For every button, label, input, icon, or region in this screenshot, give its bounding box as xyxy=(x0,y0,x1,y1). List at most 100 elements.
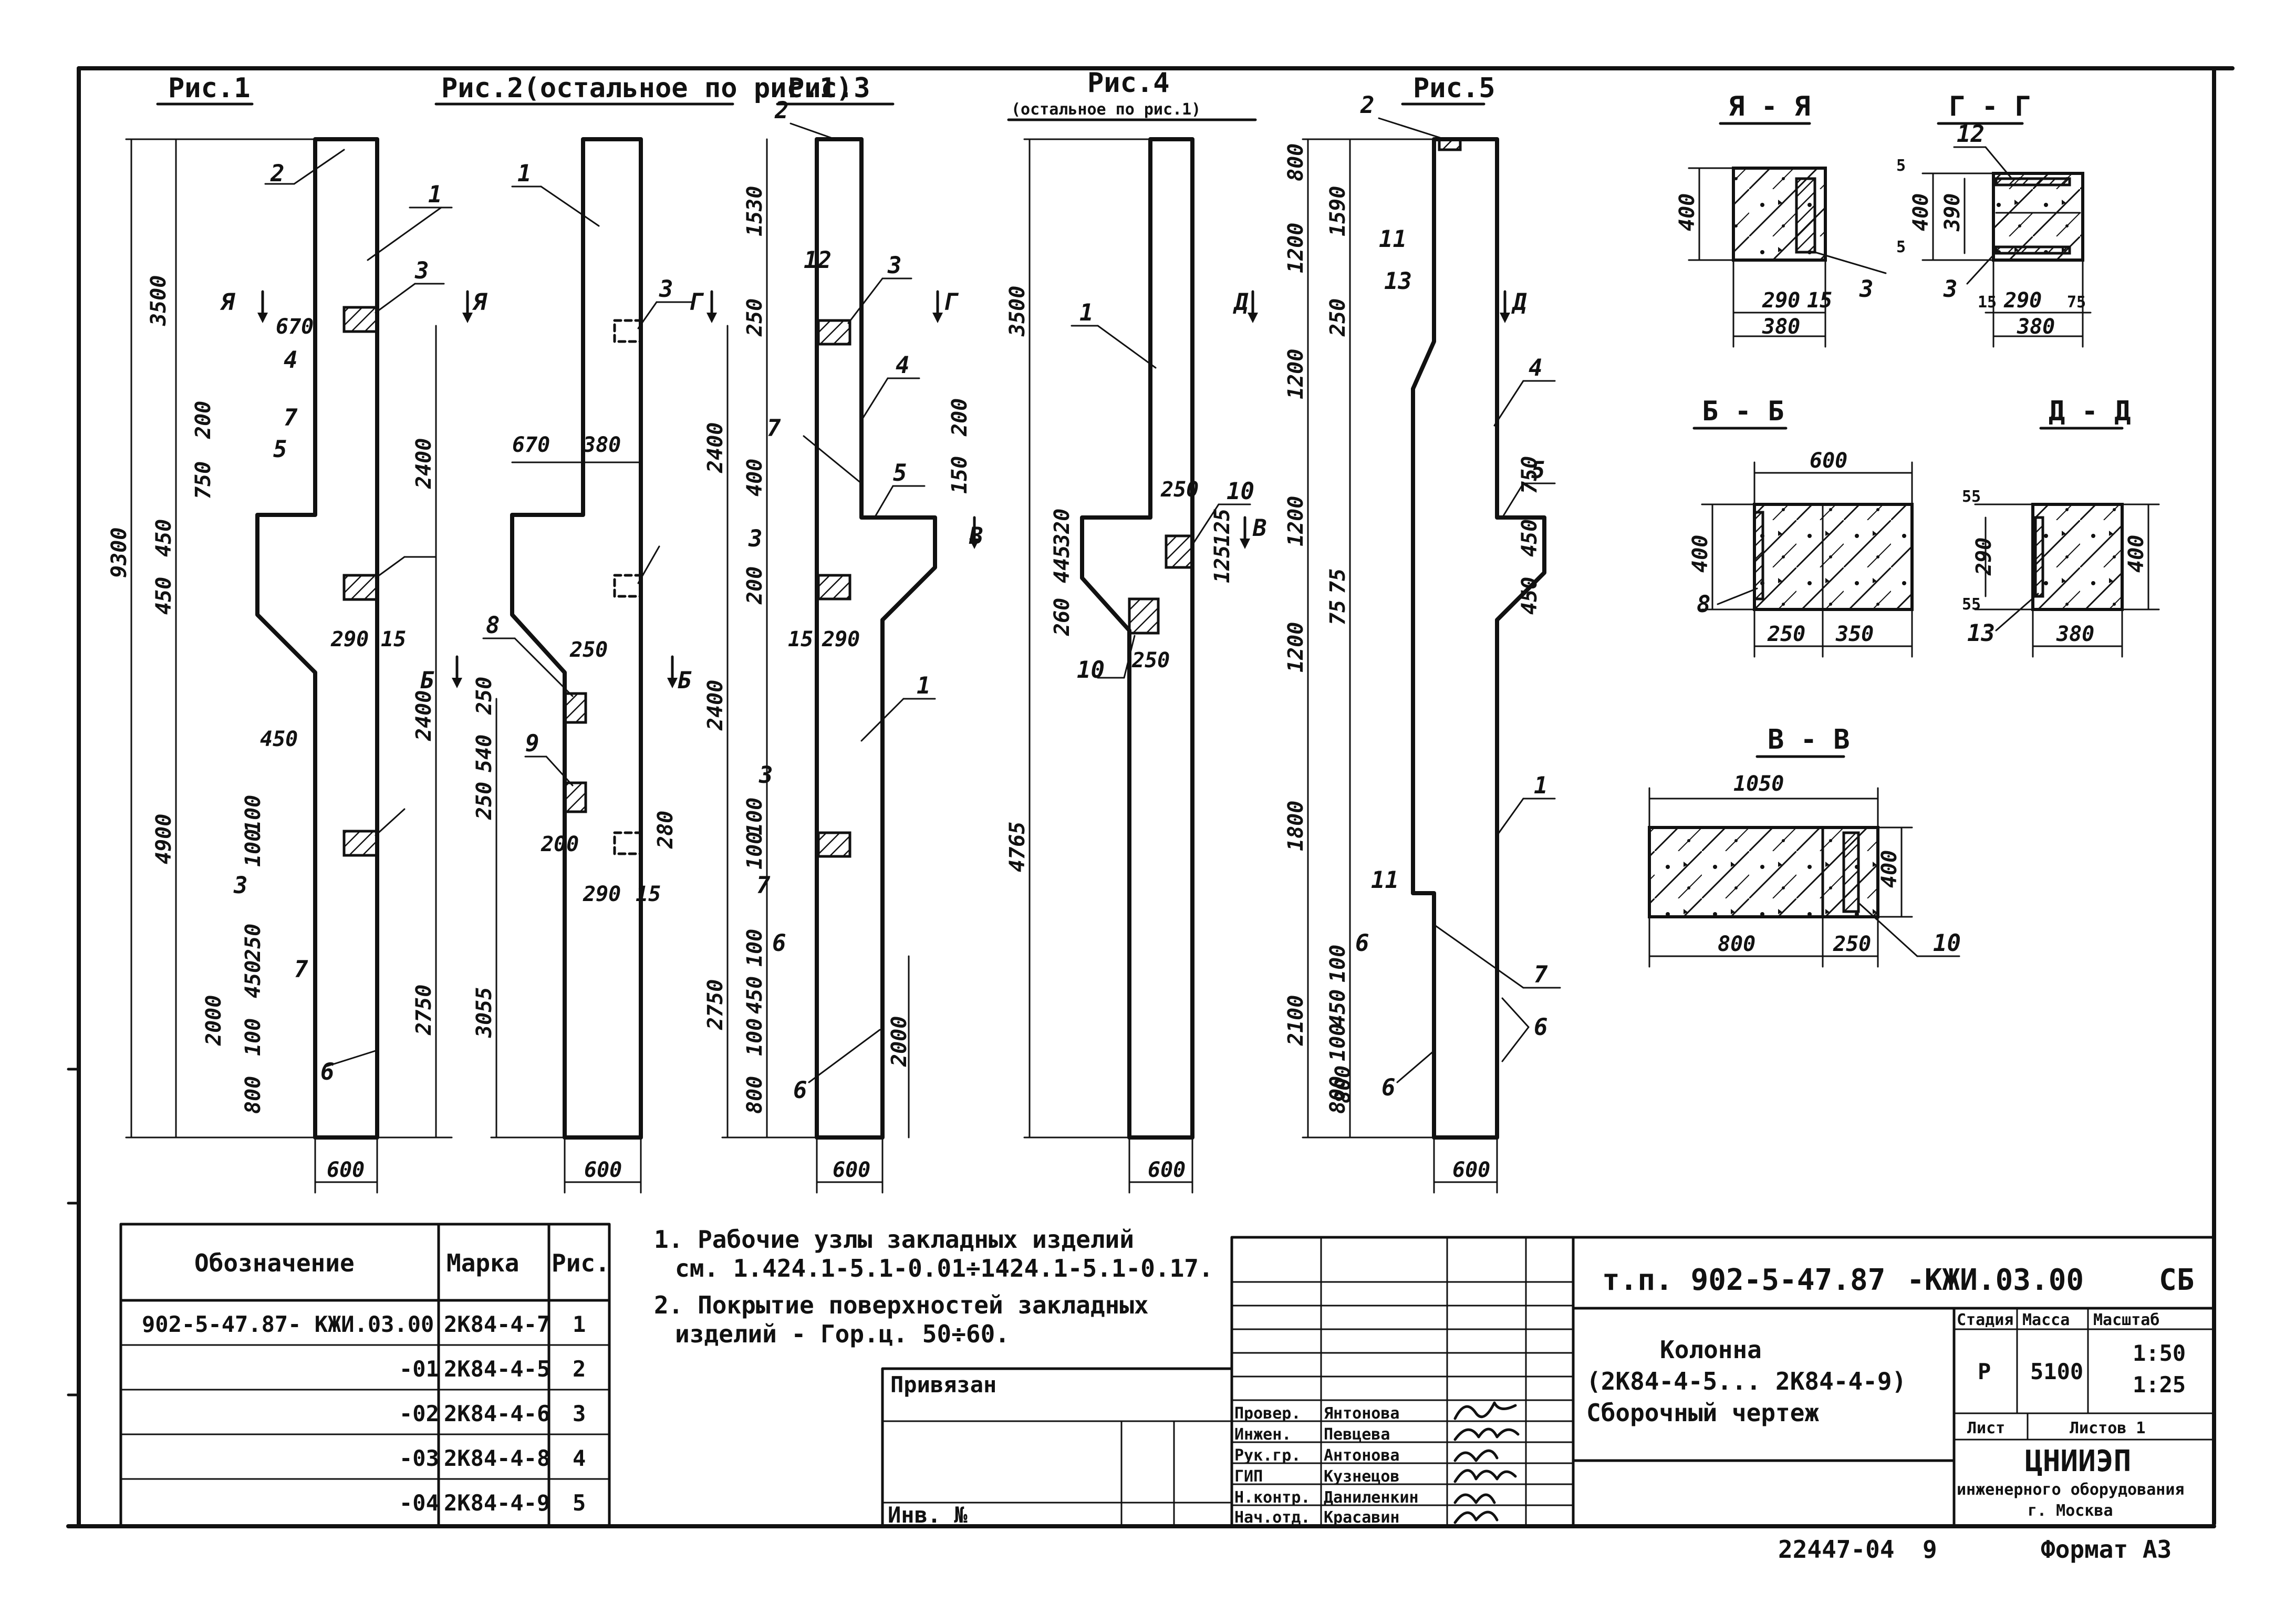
svg-text:100: 100 xyxy=(241,795,265,833)
svg-text:Антонова: Антонова xyxy=(1324,1446,1400,1465)
drawing-name: Сборочный чертеж xyxy=(1586,1399,1819,1427)
svg-text:250: 250 xyxy=(1326,298,1350,337)
note-line: 1. Рабочие узлы закладных изделий xyxy=(654,1225,1134,1254)
svg-text:1: 1 xyxy=(517,160,532,187)
svg-text:2: 2 xyxy=(270,160,285,187)
svg-text:В: В xyxy=(1252,515,1267,542)
svg-text:260: 260 xyxy=(1050,598,1074,636)
svg-text:670: 670 xyxy=(276,315,314,339)
figure-4: Рис.4 (остальное по рис.1) 3500 320 445 … xyxy=(969,67,1267,1194)
svg-text:7: 7 xyxy=(767,415,781,442)
svg-text:2К84-4-8: 2К84-4-8 xyxy=(444,1445,550,1471)
svg-text:Б - Б: Б - Б xyxy=(1702,396,1784,427)
staff-list: Провер. Янтонова Инжен. Певцева Рук.гр. … xyxy=(1234,1404,1419,1527)
svg-text:125: 125 xyxy=(1210,545,1234,583)
svg-text:380: 380 xyxy=(583,433,621,457)
svg-text:Янтонова: Янтонова xyxy=(1324,1404,1400,1423)
spec-header-fig: Рис. xyxy=(552,1249,610,1277)
svg-text:1: 1 xyxy=(1534,772,1548,799)
svg-text:2000: 2000 xyxy=(202,995,226,1046)
svg-text:800: 800 xyxy=(1326,1076,1350,1114)
svg-text:800: 800 xyxy=(743,1076,767,1114)
spec-header-mark: Марка xyxy=(446,1249,519,1277)
page-number: 9 xyxy=(1923,1535,1937,1564)
svg-text:1200: 1200 xyxy=(1284,496,1308,546)
footer: 22447-04 9 Формат А3 xyxy=(1778,1535,2172,1564)
svg-text:100: 100 xyxy=(1326,1023,1350,1061)
svg-text:2750: 2750 xyxy=(703,979,728,1030)
note-line: 2. Покрытие поверхностей закладных xyxy=(654,1291,1149,1319)
spec-table: Обозначение Марка Рис. 902-5-47.87- КЖИ.… xyxy=(119,1223,611,1528)
doc-code: т.п. 902-5-47.87 xyxy=(1602,1263,1885,1297)
archive-number: 22447-04 xyxy=(1778,1535,1895,1564)
svg-text:380: 380 xyxy=(2056,622,2094,646)
svg-text:600: 600 xyxy=(1452,1158,1490,1182)
figure-2-title: Рис.2(остальное по рис.1) xyxy=(441,73,853,104)
svg-text:390: 390 xyxy=(1940,193,1965,232)
svg-text:800: 800 xyxy=(241,1076,265,1114)
svg-text:7: 7 xyxy=(284,405,298,431)
svg-text:ГИП: ГИП xyxy=(1234,1467,1263,1486)
svg-text:Д: Д xyxy=(1511,289,1527,316)
figure-5-title: Рис.5 xyxy=(1413,73,1495,104)
svg-text:3500: 3500 xyxy=(1005,286,1030,337)
section-ya: Я - Я 400 290 15 380 3 xyxy=(1675,91,1887,348)
svg-text:290: 290 xyxy=(2003,288,2042,313)
signature-marks xyxy=(1453,1401,1520,1524)
svg-text:Нач.отд.: Нач.отд. xyxy=(1234,1508,1311,1527)
svg-text:7: 7 xyxy=(756,872,771,899)
svg-text:1590: 1590 xyxy=(1326,186,1350,236)
svg-text:3: 3 xyxy=(887,252,902,279)
table-row: -03 2К84-4-8 4 xyxy=(399,1445,586,1471)
svg-text:Г: Г xyxy=(688,289,704,316)
svg-text:15: 15 xyxy=(1978,293,1997,312)
figure-3-title: Рис.3 xyxy=(788,73,870,104)
svg-text:1: 1 xyxy=(428,181,442,208)
note-line: изделий - Гор.ц. 50÷60. xyxy=(675,1320,1010,1348)
svg-text:4765: 4765 xyxy=(1005,822,1030,872)
svg-text:10: 10 xyxy=(1077,657,1105,684)
svg-text:125: 125 xyxy=(1210,509,1234,546)
svg-text:450: 450 xyxy=(743,976,767,1014)
svg-text:6: 6 xyxy=(320,1059,335,1085)
svg-text:10: 10 xyxy=(1227,478,1254,505)
general-notes: 1. Рабочие узлы закладных изделий см. 1.… xyxy=(654,1225,1213,1348)
svg-text:9: 9 xyxy=(525,730,539,757)
svg-text:-01: -01 xyxy=(399,1356,439,1382)
svg-text:Я: Я xyxy=(220,289,236,316)
svg-text:380: 380 xyxy=(2017,315,2055,339)
svg-text:450: 450 xyxy=(1518,519,1542,557)
svg-text:800: 800 xyxy=(1331,1065,1355,1103)
svg-text:15: 15 xyxy=(381,627,406,651)
svg-text:6: 6 xyxy=(1534,1014,1548,1041)
svg-text:4: 4 xyxy=(896,352,910,379)
svg-text:1800: 1800 xyxy=(1284,801,1308,851)
svg-text:11: 11 xyxy=(1371,867,1399,894)
svg-text:250: 250 xyxy=(743,298,767,337)
svg-text:Б: Б xyxy=(678,667,692,694)
svg-text:100: 100 xyxy=(1326,945,1350,982)
svg-text:800: 800 xyxy=(1284,143,1308,181)
stage-value: Р xyxy=(1978,1359,1991,1384)
sheet-format: Формат А3 xyxy=(2041,1535,2172,1564)
svg-text:75: 75 xyxy=(2067,293,2086,312)
svg-text:Г - Г: Г - Г xyxy=(1949,91,2031,122)
svg-text:200: 200 xyxy=(948,398,972,437)
svg-text:290: 290 xyxy=(1972,537,1996,576)
svg-text:2: 2 xyxy=(573,1356,586,1382)
svg-text:15: 15 xyxy=(636,882,661,906)
svg-text:320: 320 xyxy=(1050,509,1074,547)
svg-text:Даниленкин: Даниленкин xyxy=(1324,1488,1419,1507)
svg-text:450: 450 xyxy=(152,519,176,557)
svg-text:1200: 1200 xyxy=(1284,223,1308,273)
scale-value: 1:25 xyxy=(2133,1372,2186,1398)
svg-text:5: 5 xyxy=(573,1490,586,1516)
svg-text:290: 290 xyxy=(1762,288,1800,313)
svg-text:450: 450 xyxy=(1326,989,1350,1027)
svg-text:250: 250 xyxy=(1833,932,1871,956)
svg-text:200: 200 xyxy=(191,401,215,439)
svg-text:2: 2 xyxy=(774,97,789,124)
svg-text:55: 55 xyxy=(1962,488,1981,506)
figure-4-subtitle: (остальное по рис.1) xyxy=(1011,100,1201,119)
mass-value: 5100 xyxy=(2030,1359,2083,1384)
